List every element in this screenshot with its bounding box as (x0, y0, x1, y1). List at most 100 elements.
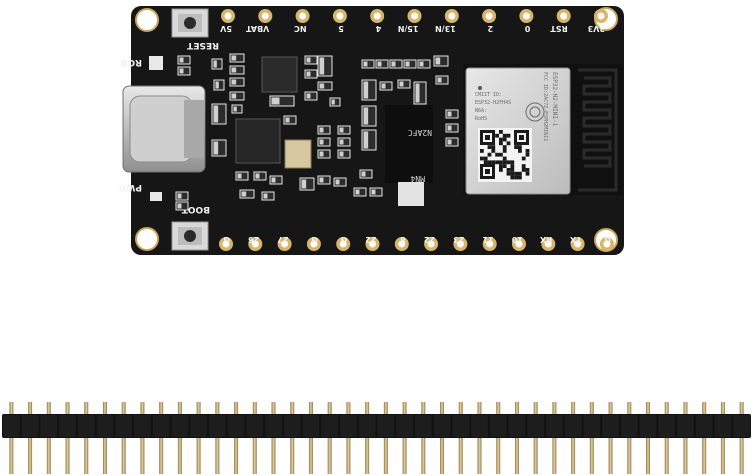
component-terminal (319, 139, 324, 145)
header-segment (358, 415, 376, 437)
component-terminal (405, 61, 410, 67)
qr-cell (487, 152, 492, 157)
header-segment (265, 415, 282, 437)
pad-hole (597, 12, 605, 20)
component-terminal (377, 61, 382, 67)
usb-c-connector[interactable] (122, 85, 206, 173)
smd-component (177, 55, 191, 65)
rgb-label: RGB (121, 57, 142, 67)
top-pin-label: RST (550, 24, 568, 33)
smd-component (403, 59, 417, 69)
reset-button[interactable] (171, 8, 209, 38)
power-led (150, 192, 162, 201)
pad-hole (398, 240, 406, 248)
qr-cell (495, 152, 499, 157)
component-terminal (241, 191, 247, 197)
component-terminal (231, 55, 237, 61)
header-segment (620, 415, 638, 437)
component-terminal (435, 57, 441, 65)
component-terminal (213, 141, 219, 155)
chips: N2AFC MN4 (235, 56, 433, 206)
bottom-pin-label: G (311, 235, 318, 244)
smd-component (435, 75, 449, 85)
smd-component (361, 59, 375, 69)
qr-finder-core (485, 135, 490, 140)
qr-cell (506, 141, 511, 146)
pad-hole (251, 240, 259, 248)
pad-hole (574, 240, 582, 248)
smd-component (177, 66, 191, 76)
component-terminal (319, 177, 324, 183)
bottom-pin-label: RX (539, 235, 552, 244)
pad-hole (222, 240, 230, 248)
smd-component (433, 55, 449, 67)
smd-component (359, 169, 373, 179)
header-segment (227, 415, 245, 437)
qr-cell (491, 160, 496, 165)
component-terminal (363, 81, 369, 99)
pad-hole (560, 12, 568, 20)
qr-cell (491, 149, 496, 153)
smd-component (213, 79, 225, 91)
pad-hole (544, 240, 552, 248)
component-terminal (419, 61, 424, 67)
qr-cell (495, 160, 499, 165)
header-segment (677, 415, 694, 437)
pad-hole (448, 12, 456, 20)
header-segment (59, 415, 76, 437)
header-segments (3, 415, 750, 437)
smd-component (229, 53, 245, 63)
smd-component (375, 59, 389, 69)
header-segment (321, 415, 339, 437)
qr-cell (510, 164, 515, 168)
component-terminal (231, 93, 237, 99)
smd-component (269, 95, 295, 107)
bottom-pin-label: 8 (400, 235, 406, 244)
component-terminal (319, 127, 324, 133)
component-terminal (399, 81, 404, 87)
top-pin-label: 0 (524, 24, 530, 33)
component-terminal (177, 193, 182, 199)
component-terminal (306, 57, 311, 63)
qr-cell (510, 171, 515, 176)
pad-hole (411, 12, 418, 20)
component-terminal (237, 173, 242, 179)
pad-hole (299, 12, 307, 20)
module-text-4: ESP32-H2FH4S (475, 100, 511, 106)
boot-button[interactable] (171, 221, 209, 251)
qr-cell (521, 164, 526, 168)
component-terminal (363, 131, 369, 149)
pwr-label: PWR (118, 182, 142, 192)
qr-cell (510, 168, 515, 172)
qr-cell (502, 133, 507, 138)
pad-hole (522, 12, 530, 20)
smd-component (389, 59, 403, 69)
qr-cell (499, 130, 503, 134)
component-terminal (301, 179, 307, 189)
component-terminal (371, 189, 376, 195)
component-terminal (271, 177, 276, 183)
component-terminal (319, 83, 325, 89)
component-terminal (361, 171, 366, 177)
pad-hole (369, 240, 376, 248)
smd-component (229, 77, 245, 87)
module-text-3: CMIIT ID: (475, 92, 502, 98)
header-segment (3, 415, 20, 437)
qr-cell (499, 137, 503, 142)
smd-component (304, 55, 318, 65)
header-segment (471, 415, 488, 437)
header-segment (171, 415, 189, 437)
top-pin-label: 2 (488, 24, 494, 33)
pad-hole (485, 12, 493, 20)
header-segment (489, 415, 507, 437)
qr-cell (510, 160, 515, 165)
qr-cell (480, 149, 484, 153)
pad-hole (456, 240, 464, 248)
smd-component (231, 104, 243, 114)
pad-hole (336, 12, 344, 20)
qr-cell (499, 141, 503, 146)
smd-component (337, 149, 351, 159)
qr-cell (483, 156, 488, 161)
qr-cell (487, 160, 492, 165)
